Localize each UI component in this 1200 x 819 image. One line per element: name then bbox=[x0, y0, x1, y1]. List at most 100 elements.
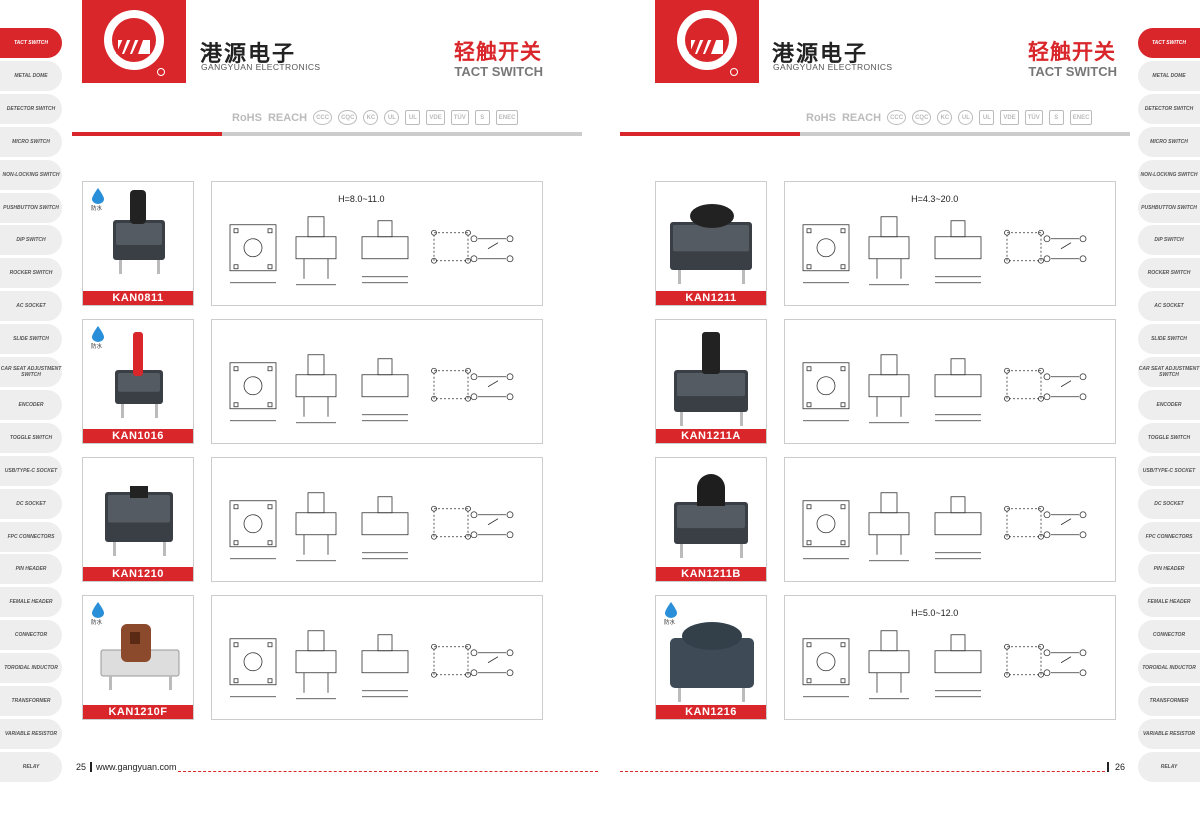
tab-connector[interactable]: CONNECTOR bbox=[0, 620, 62, 651]
section-title-en: TACT SWITCH bbox=[454, 64, 543, 79]
product-photo-kan1016 bbox=[115, 332, 163, 418]
drawing-svg bbox=[802, 492, 1087, 562]
tab-toggle-switch[interactable]: TOGGLE SWITCH bbox=[1138, 422, 1200, 453]
brand-logo bbox=[82, 0, 186, 83]
product-card-kan1210[interactable]: KAN1210 bbox=[82, 457, 194, 582]
dimension-drawing-kan1211b bbox=[802, 492, 1087, 562]
product-photo-kan1216 bbox=[670, 622, 754, 702]
tab-usb-type-c-socket[interactable]: USB/Type-C SOCKET bbox=[1138, 455, 1200, 486]
drawing-card-kan1211a bbox=[784, 319, 1116, 444]
tab-toroidal-inductor[interactable]: TOROIDAL INDUCTOR bbox=[1138, 653, 1200, 684]
drawing-card-kan1210 bbox=[211, 457, 543, 582]
logo-mark-icon bbox=[104, 10, 165, 76]
tab-dc-socket[interactable]: DC SOCKET bbox=[1138, 488, 1200, 519]
section-title-cn-right: 轻触开关 bbox=[1028, 41, 1116, 64]
product-card-kan1216[interactable]: 防水 KAN1216 bbox=[655, 595, 767, 720]
tab-variable-resistor[interactable]: VARIABLE RESISTOR bbox=[0, 718, 62, 749]
tab-encoder[interactable]: ENCODER bbox=[1138, 389, 1200, 420]
tab-metal-dome[interactable]: METAL DOME bbox=[0, 60, 62, 91]
tab-non-locking-switch[interactable]: NON-LOCKING SWITCH bbox=[1138, 159, 1200, 190]
cert-rohs-icon: RoHS bbox=[232, 111, 262, 124]
waterproof-label: 防水 bbox=[91, 344, 103, 350]
dimension-drawing-kan1210f bbox=[229, 630, 514, 700]
model-label: KAN0811 bbox=[83, 291, 193, 305]
tab-variable-resistor[interactable]: VARIABLE RESISTOR bbox=[1138, 718, 1200, 749]
tab-fpc-connectors[interactable]: FPC CONNECTORS bbox=[1138, 521, 1200, 552]
tab-rocker-switch[interactable]: ROCKER SWITCH bbox=[0, 258, 62, 289]
tab-detector-switch[interactable]: DETECTOR SWITCH bbox=[1138, 93, 1200, 124]
model-label: KAN1210F bbox=[83, 705, 193, 719]
height-range: H=4.3~20.0 bbox=[911, 194, 959, 204]
waterproof-label: 防水 bbox=[664, 620, 676, 626]
cert-vde-icon: VDE bbox=[426, 110, 445, 125]
model-label: KAN1210 bbox=[83, 567, 193, 581]
tab-car-seat-adjustment-switch[interactable]: CAR SEAT ADJUSTMENT SWITCH bbox=[0, 357, 62, 387]
cert-enec-icon: ENEC bbox=[1069, 110, 1093, 125]
cert-ccc-icon: CCC bbox=[887, 110, 907, 125]
drawing-card-kan1211b bbox=[784, 457, 1116, 582]
tab-relay[interactable]: RELAY bbox=[1138, 751, 1200, 782]
logo-mark-icon bbox=[677, 10, 738, 76]
tab-dc-socket[interactable]: DC SOCKET bbox=[0, 488, 62, 519]
tab-slide-switch[interactable]: SLIDE SWITCH bbox=[0, 324, 62, 355]
product-card-kan1211[interactable]: KAN1211 bbox=[655, 181, 767, 306]
drawing-svg bbox=[229, 216, 514, 286]
drawing-card-kan1211: H=4.3~20.0 bbox=[784, 181, 1116, 306]
product-image bbox=[670, 622, 754, 702]
cert-rohs-icon: RoHS bbox=[806, 111, 836, 124]
tab-pushbutton-switch[interactable]: PUSHBUTTON SWITCH bbox=[1138, 192, 1200, 223]
tab-usb-type-c-socket[interactable]: USB/Type-C SOCKET bbox=[0, 455, 62, 486]
tab-dip-switch[interactable]: DIP SWITCH bbox=[0, 225, 62, 256]
model-label: KAN1216 bbox=[656, 705, 766, 719]
tab-toggle-switch[interactable]: TOGGLE SWITCH bbox=[0, 422, 62, 453]
tab-transformer[interactable]: TRANSFORMER bbox=[1138, 686, 1200, 716]
tab-rocker-switch[interactable]: ROCKER SWITCH bbox=[1138, 258, 1200, 289]
tab-female-header[interactable]: FEMALE HEADER bbox=[1138, 587, 1200, 618]
product-card-kan1211b[interactable]: KAN1211B bbox=[655, 457, 767, 582]
product-card-kan1211a[interactable]: KAN1211A bbox=[655, 319, 767, 444]
website-link[interactable]: www.gangyuan.com bbox=[96, 762, 177, 772]
drawing-svg bbox=[802, 630, 1087, 700]
tab-pin-header[interactable]: PIN HEADER bbox=[1138, 554, 1200, 585]
drawing-card-kan1210f bbox=[211, 595, 543, 720]
tab-fpc-connectors[interactable]: FPC CONNECTORS bbox=[0, 521, 62, 552]
tab-female-header[interactable]: FEMALE HEADER bbox=[0, 587, 62, 618]
tab-micro-switch[interactable]: MICRO SWITCH bbox=[1138, 126, 1200, 157]
brand-name-cn-right: 港源电子 bbox=[772, 41, 869, 67]
product-image bbox=[670, 204, 752, 284]
tab-slide-switch[interactable]: SLIDE SWITCH bbox=[1138, 324, 1200, 355]
drawing-svg bbox=[802, 216, 1087, 286]
tab-non-locking-switch[interactable]: NON-LOCKING SWITCH bbox=[0, 159, 62, 190]
cert-cqc-icon: CQC bbox=[338, 110, 358, 125]
tab-micro-switch[interactable]: MICRO SWITCH bbox=[0, 126, 62, 157]
tab-metal-dome[interactable]: METAL DOME bbox=[1138, 60, 1200, 91]
tab-detector-switch[interactable]: DETECTOR SWITCH bbox=[0, 93, 62, 124]
tab-pushbutton-switch[interactable]: PUSHBUTTON SWITCH bbox=[0, 192, 62, 223]
tab-ac-socket[interactable]: AC SOCKET bbox=[1138, 291, 1200, 322]
product-photo-kan0811 bbox=[113, 190, 165, 274]
footer-divider-right bbox=[1107, 762, 1109, 772]
tab-transformer[interactable]: TRANSFORMER bbox=[0, 686, 62, 716]
tab-relay[interactable]: RELAY bbox=[0, 751, 62, 782]
model-label: KAN1211 bbox=[656, 291, 766, 305]
tab-tact-switch[interactable]: TACT SWITCH bbox=[0, 28, 62, 58]
product-image bbox=[674, 332, 748, 426]
tab-car-seat-adjustment-switch[interactable]: CAR SEAT ADJUSTMENT SWITCH bbox=[1138, 357, 1200, 387]
tab-tact-switch[interactable]: TACT SWITCH bbox=[1138, 28, 1200, 58]
tab-toroidal-inductor[interactable]: TOROIDAL INDUCTOR bbox=[0, 653, 62, 684]
tab-pin-header[interactable]: PIN HEADER bbox=[0, 554, 62, 585]
dimension-drawing-kan1210 bbox=[229, 492, 514, 562]
tab-connector[interactable]: CONNECTOR bbox=[1138, 620, 1200, 651]
tab-encoder[interactable]: ENCODER bbox=[0, 389, 62, 420]
tab-ac-socket[interactable]: AC SOCKET bbox=[0, 291, 62, 322]
product-image bbox=[674, 474, 748, 558]
drawing-card-kan1216: H=5.0~12.0 bbox=[784, 595, 1116, 720]
drawing-svg bbox=[229, 630, 514, 700]
tab-dip-switch[interactable]: DIP SWITCH bbox=[1138, 225, 1200, 256]
drawing-svg bbox=[229, 354, 514, 424]
